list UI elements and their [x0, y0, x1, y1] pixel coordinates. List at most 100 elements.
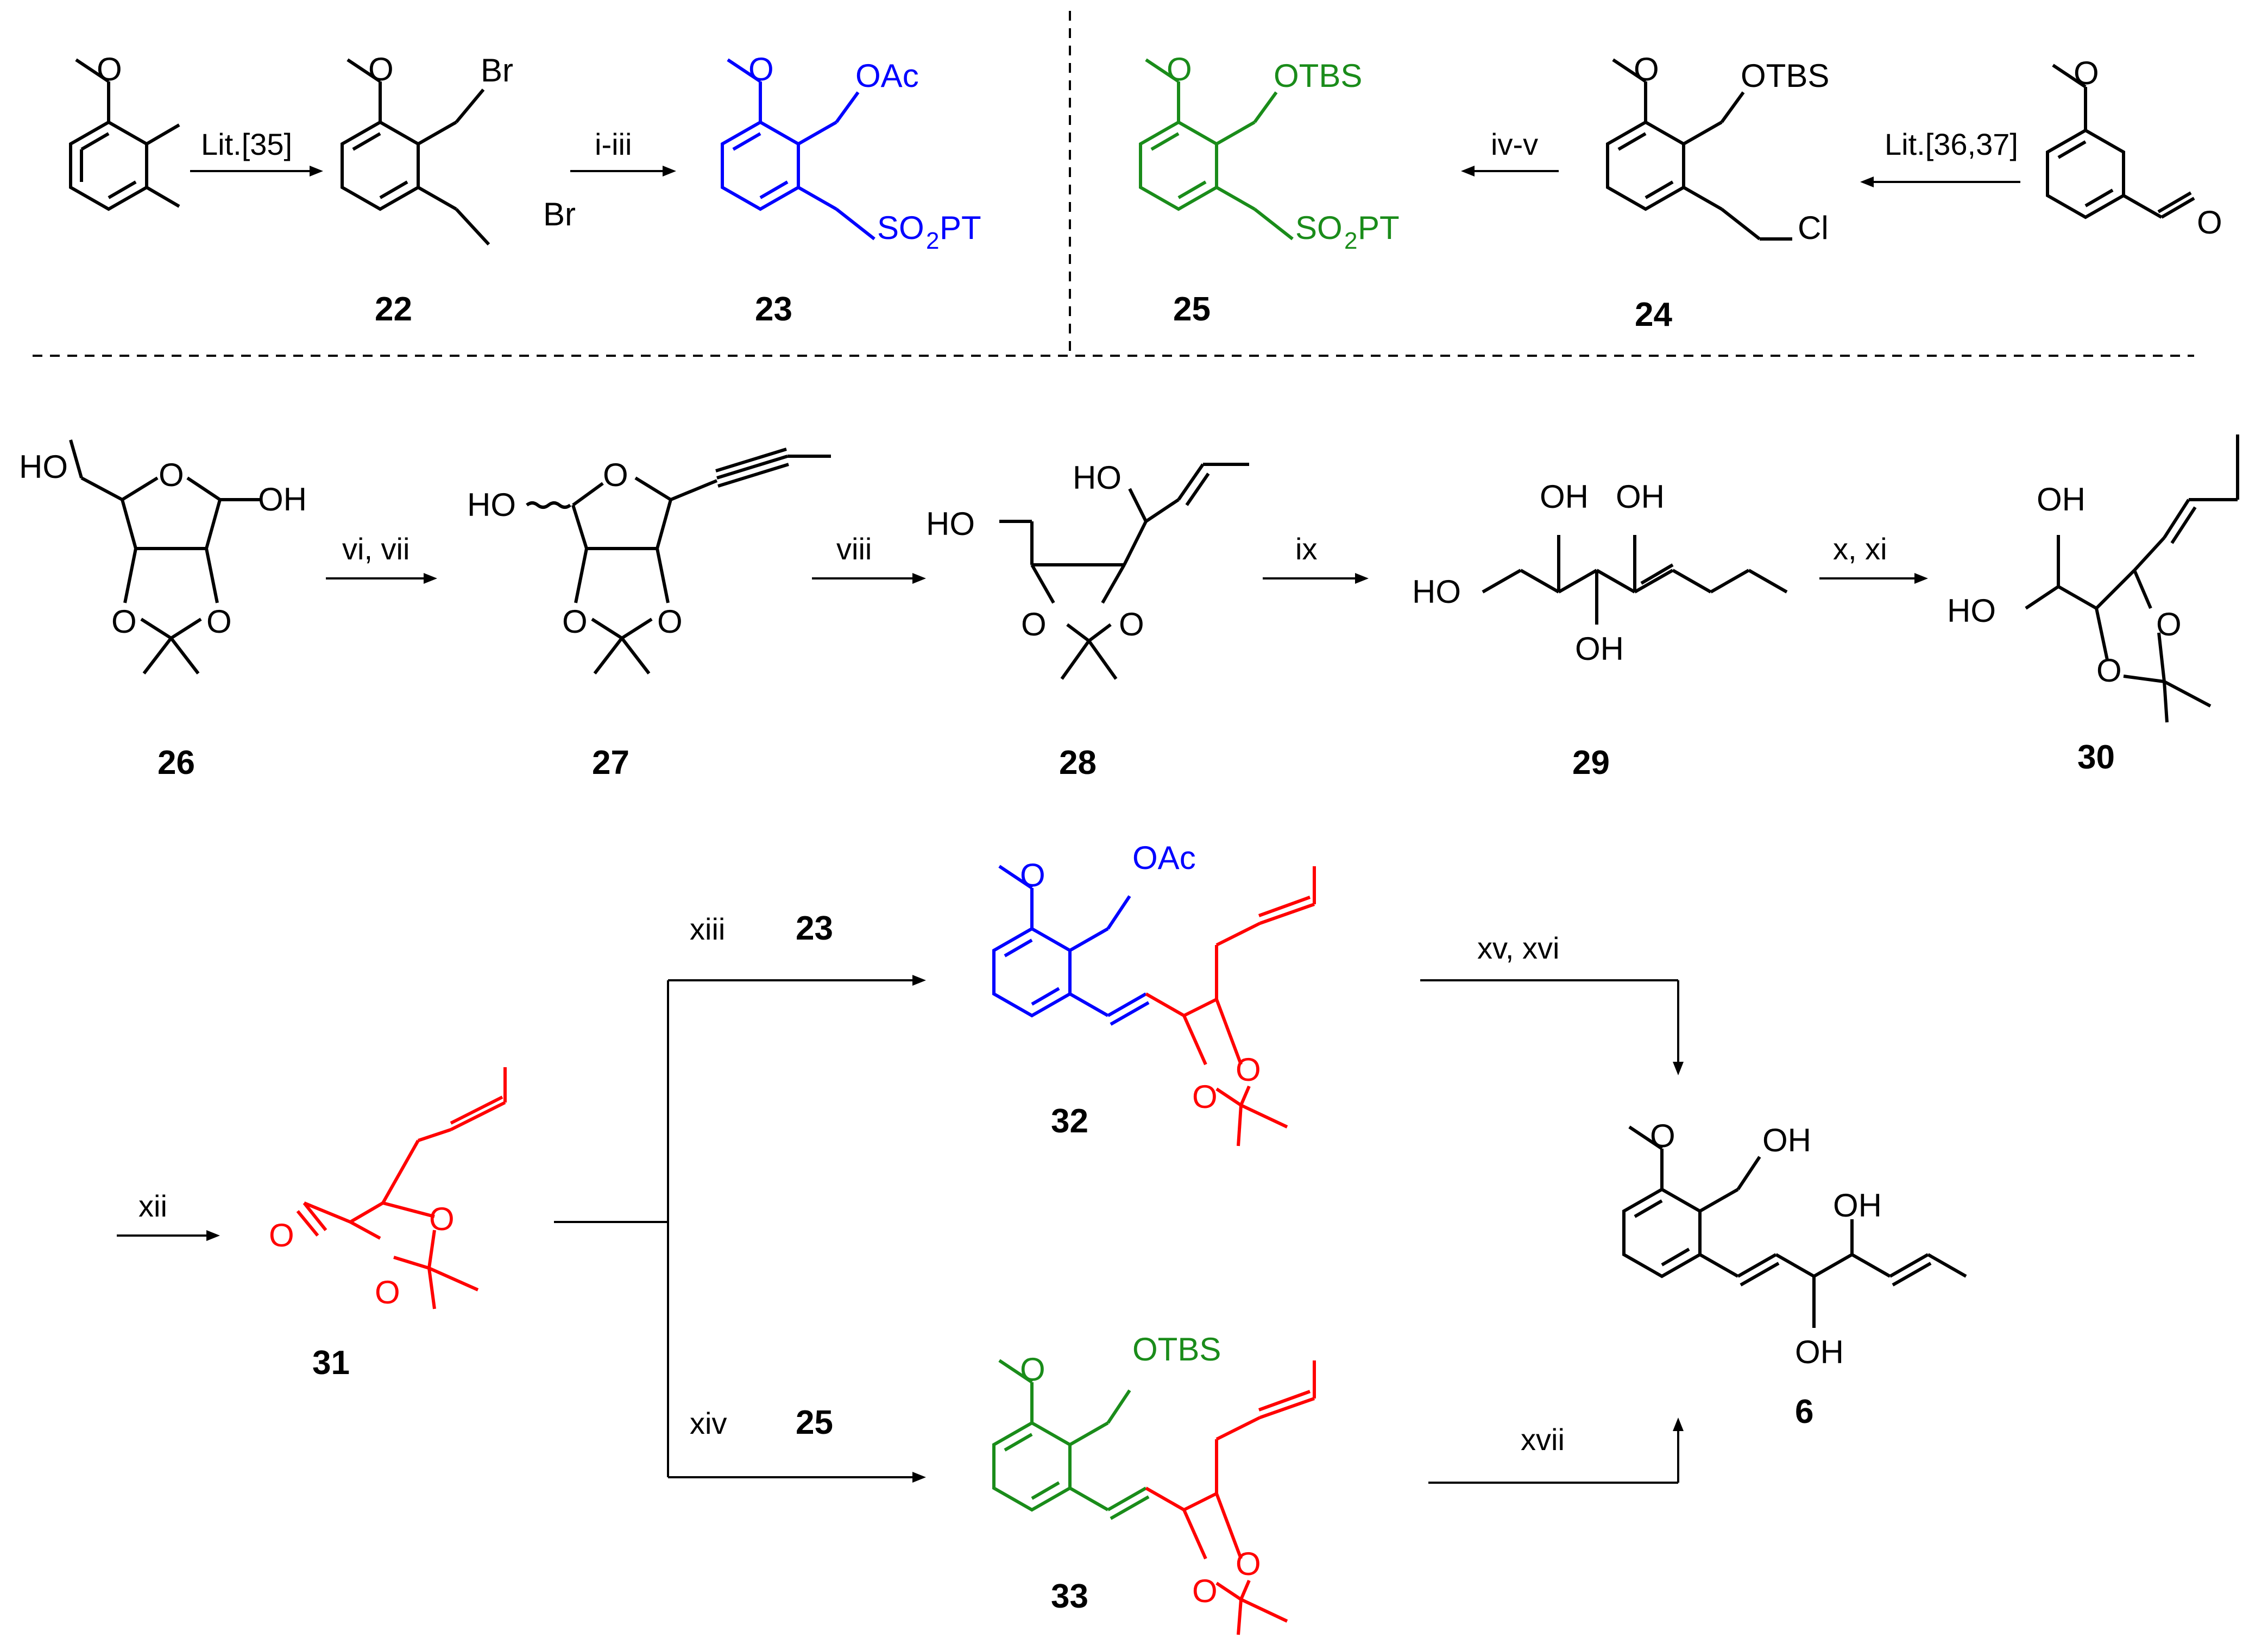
c33-O-right: O	[1236, 1546, 1261, 1582]
c25-sub2: 2	[1344, 228, 1357, 254]
compound-32-side	[1145, 866, 1316, 1146]
c23-sub2: 2	[926, 228, 939, 254]
compound-25	[1139, 58, 1294, 241]
label-28: 28	[1059, 744, 1097, 782]
c6-OH-lower: OH	[1795, 1334, 1844, 1370]
cond-reagent-25: 25	[796, 1404, 833, 1441]
c23-O: O	[748, 51, 774, 87]
cond-reagent-23: 23	[796, 910, 833, 947]
dividers	[33, 11, 2194, 357]
compound-24	[1606, 58, 1792, 241]
c28-O-left: O	[1021, 606, 1047, 642]
compound-28	[999, 463, 1249, 680]
c28-HO-top: HO	[1073, 459, 1122, 496]
c23-SO: SO	[877, 210, 924, 246]
label-27: 27	[592, 744, 629, 782]
cond-i-iii: i-iii	[595, 127, 632, 161]
c30-OH: OH	[2037, 481, 2086, 518]
c22-Br-top: Br	[481, 52, 513, 89]
c30-HO: HO	[1947, 593, 1996, 629]
c29-OH-2: OH	[1616, 478, 1665, 515]
label-30: 30	[2077, 739, 2115, 776]
arrow-xiii-head	[912, 975, 926, 986]
c32-O: O	[1020, 857, 1045, 893]
c31-O-right: O	[429, 1201, 455, 1237]
arrow-xv-xvi	[1420, 979, 1679, 1062]
c32-OAc: OAc	[1132, 840, 1196, 876]
label-32: 32	[1051, 1102, 1088, 1140]
label-26: 26	[158, 744, 195, 782]
c22-O: O	[368, 51, 394, 87]
ald-methoxy-O: O	[2074, 55, 2099, 91]
cond-xiv: xiv	[690, 1406, 727, 1440]
arrow-xvii-head	[1673, 1418, 1684, 1431]
label-22: 22	[375, 291, 412, 328]
c28-HO-side: HO	[926, 506, 975, 542]
c23-PT: PT	[940, 210, 981, 246]
start-aldehyde	[2046, 64, 2195, 219]
cond-lit36-37: Lit.[36,37]	[1885, 127, 2018, 161]
compound-23	[721, 58, 875, 241]
c32-O-left: O	[1192, 1079, 1218, 1115]
c33-O: O	[1020, 1351, 1045, 1388]
arrow-xvii	[1428, 1431, 1679, 1484]
compound-22	[341, 58, 490, 246]
c33-O-left: O	[1192, 1573, 1218, 1609]
c24-Cl: Cl	[1798, 210, 1829, 246]
c27-O-left: O	[562, 603, 588, 640]
c26-ring-O: O	[159, 457, 184, 493]
arrow-xv-xvi-head	[1673, 1062, 1684, 1075]
label-31: 31	[312, 1344, 350, 1382]
c25-O: O	[1167, 51, 1192, 87]
c27-HO: HO	[467, 487, 516, 523]
c6-OH-upper: OH	[1833, 1187, 1882, 1224]
label-33: 33	[1051, 1578, 1088, 1615]
label-29: 29	[1572, 744, 1610, 782]
c29-OH-1: OH	[1540, 478, 1589, 515]
compound-29	[1482, 535, 1788, 625]
label-23: 23	[755, 291, 792, 328]
c33-OTBS: OTBS	[1132, 1331, 1221, 1368]
label-6: 6	[1795, 1393, 1813, 1431]
c25-PT: PT	[1358, 210, 1400, 246]
label-24: 24	[1635, 296, 1672, 333]
cond-xii: xii	[138, 1189, 167, 1223]
ald-carbonyl-O: O	[2197, 204, 2222, 241]
label-25: 25	[1173, 291, 1211, 328]
compound-26	[69, 439, 261, 675]
c26-O-left: O	[111, 603, 137, 640]
cond-iv-v: iv-v	[1491, 127, 1538, 161]
cond-x-xi: x, xi	[1833, 532, 1887, 566]
cond-vi-vii: vi, vii	[342, 532, 410, 566]
c24-O: O	[1634, 51, 1659, 87]
c26-O-right: O	[206, 603, 232, 640]
compound-33-side	[1145, 1360, 1316, 1635]
cond-xvii: xvii	[1521, 1422, 1565, 1457]
c30-O-left: O	[2096, 652, 2122, 689]
c32-O-right: O	[1236, 1051, 1261, 1088]
c27-O-right: O	[657, 603, 683, 640]
c6-O: O	[1650, 1118, 1675, 1154]
c27-ring-O: O	[603, 457, 628, 493]
arrow-xiv-head	[912, 1472, 926, 1483]
compound-31	[296, 1067, 507, 1309]
c26-HO: HO	[19, 449, 68, 485]
c26-OH: OH	[258, 481, 307, 518]
c28-O-right: O	[1119, 606, 1144, 642]
cond-xv-xvi: xv, xvi	[1477, 931, 1559, 965]
c29-OH-3: OH	[1575, 631, 1624, 667]
c31-aldehyde-O: O	[269, 1217, 294, 1253]
c22-Br-bottom: Br	[543, 196, 576, 232]
c29-HO: HO	[1412, 574, 1461, 610]
start-anisole	[69, 58, 180, 211]
compound-30	[2025, 434, 2239, 723]
c6-OH-benzylic: OH	[1762, 1122, 1811, 1158]
c24-OTBS: OTBS	[1741, 58, 1829, 94]
compound-32-aryl	[992, 865, 1150, 1026]
cond-lit35: Lit.[35]	[201, 127, 292, 161]
c23-OAc: OAc	[855, 58, 919, 94]
compound-33-aryl	[992, 1359, 1150, 1520]
branch-connector	[554, 979, 912, 1478]
c31-O-left: O	[375, 1274, 400, 1311]
